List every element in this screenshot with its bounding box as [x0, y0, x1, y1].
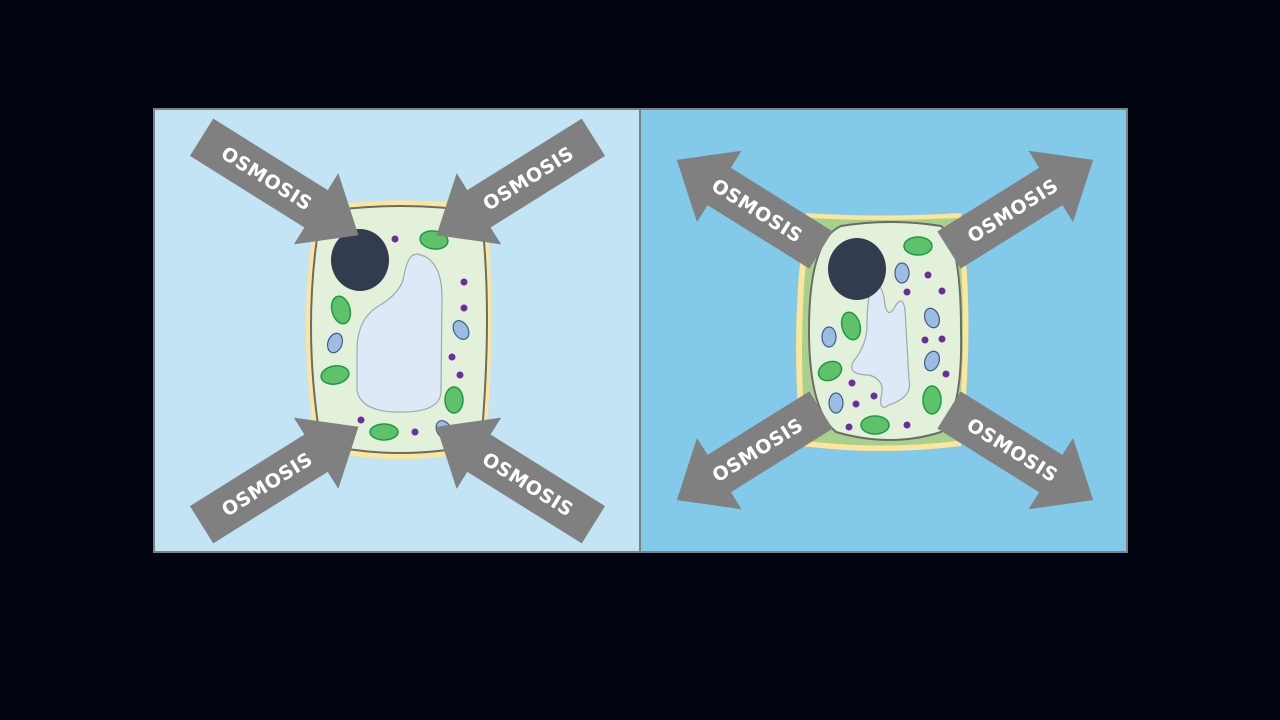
- chloroplasts: [817, 236, 942, 435]
- hypotonic-panel: OSMOSIS OSMOSIS OSMOSIS OSMOSIS: [153, 108, 641, 553]
- nucleus: [828, 238, 886, 300]
- vacuole: [851, 284, 911, 408]
- hypotonic-cell-illustration: OSMOSIS OSMOSIS OSMOSIS OSMOSIS: [189, 118, 606, 544]
- chloroplasts: [320, 230, 464, 441]
- ribosomes: [845, 271, 950, 431]
- osmosis-arrow-bottom-left: OSMOSIS: [189, 417, 359, 544]
- plasmolysed-cell-illustration: OSMOSIS OSMOSIS OSMOSIS OSMOSIS: [676, 150, 1094, 510]
- vacuole: [356, 253, 443, 413]
- nucleus: [331, 229, 389, 291]
- hypertonic-panel: OSMOSIS OSMOSIS OSMOSIS OSMOSIS: [639, 108, 1128, 553]
- mitochondria: [821, 262, 941, 414]
